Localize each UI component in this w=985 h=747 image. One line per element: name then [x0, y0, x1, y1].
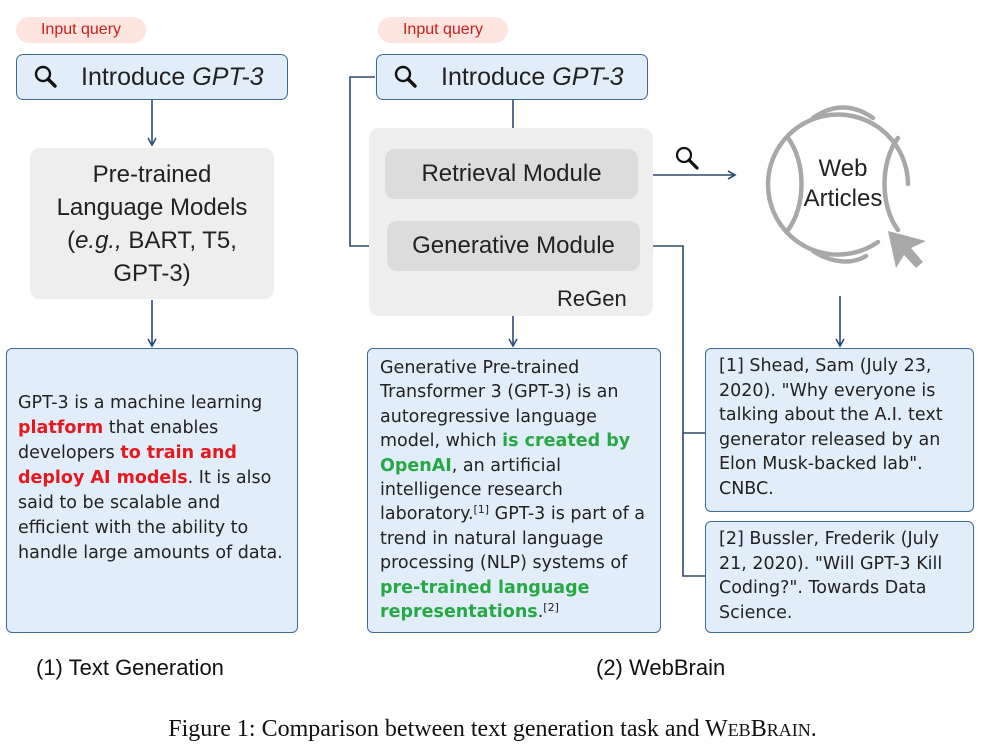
retrieval-module: Retrieval Module	[385, 149, 638, 199]
globe-icon	[765, 105, 926, 268]
arrow-query-to-generative	[349, 76, 387, 251]
arrow-references-feedback	[644, 241, 684, 433]
arrow-references-to-generative	[682, 432, 705, 577]
reference-1: [1] Shead, Sam (July 23, 2020). "Why eve…	[705, 348, 974, 512]
regen-label: ReGen	[557, 286, 627, 311]
caption-webbrain: (2) WebBrain	[596, 655, 726, 680]
caption-text-generation: (1) Text Generation	[36, 655, 224, 680]
plm-box: Pre-trained Language Models (e.g., BART,…	[56, 160, 248, 287]
figure-caption: Figure 1: Comparison between text genera…	[168, 716, 817, 742]
input-query-label: Input query	[16, 17, 146, 43]
input-query-label-webbrain: Input query	[378, 17, 508, 43]
search-icon	[675, 146, 699, 170]
cursor-icon	[888, 231, 926, 268]
reference-2: [2] Bussler, Frederik (July 21, 2020). "…	[705, 521, 974, 633]
search-icon	[394, 65, 417, 88]
generative-module: Generative Module	[387, 221, 640, 271]
text-generation-output: GPT-3 is a machine learning platform tha…	[6, 348, 298, 633]
webbrain-output: Generative Pre-trained Transformer 3 (GP…	[367, 348, 661, 633]
plm-box-bg	[30, 148, 274, 299]
search-icon	[34, 65, 57, 88]
web-articles-label: Web Articles	[803, 155, 883, 212]
